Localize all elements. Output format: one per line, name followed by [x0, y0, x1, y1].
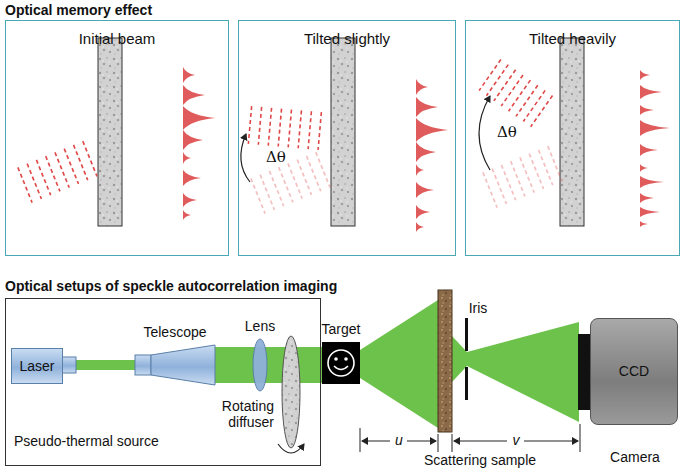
wavefront [258, 107, 261, 145]
camera-body: CCDCamera [590, 318, 678, 425]
section-heading: Optical memory effect [5, 2, 152, 18]
dimension-label: v [512, 432, 521, 448]
part-label: Target [322, 321, 361, 337]
part-label: Telescope [143, 324, 206, 340]
wavefront [501, 75, 523, 106]
box-label: Laser [19, 358, 54, 374]
wavefront [548, 146, 562, 181]
wavefront [268, 108, 271, 146]
wavefront [248, 106, 251, 144]
panel-title: Tilted heavily [466, 30, 679, 47]
wavefront [298, 110, 301, 148]
speckle-profile [416, 64, 448, 234]
part-label: Iris [469, 300, 488, 316]
angle-label: Δθ [497, 124, 517, 141]
wavefront [486, 65, 508, 96]
box-heading: Camera [610, 449, 660, 465]
wavefront [316, 152, 330, 187]
wavefront [288, 110, 291, 148]
wavefront [479, 59, 501, 90]
part-label: Scattering sample [424, 452, 536, 468]
box-label: Pseudo-thermal source [14, 433, 159, 449]
section-heading: Optical setups of speckle autocorrelatio… [5, 278, 337, 294]
wavefront [278, 109, 281, 147]
wavefront [523, 90, 545, 121]
speckle-profile [183, 64, 215, 224]
part-label: Rotating diffuser [204, 398, 274, 430]
wavefront [494, 70, 516, 101]
wavefront [516, 85, 538, 116]
wavefront [318, 112, 321, 150]
part-label: Lens [245, 318, 275, 334]
wavefront [509, 80, 531, 111]
dimension-label: u [394, 432, 404, 448]
wavefront [83, 141, 97, 176]
speckle-profile [640, 66, 670, 228]
angle-label: Δθ [266, 149, 286, 166]
laser-box: Laser [11, 348, 63, 384]
panel-title: Tilted slightly [239, 30, 455, 47]
panel-box: Tilted slightly [238, 20, 456, 256]
wavefront [531, 96, 553, 127]
box-label: CCD [619, 363, 649, 379]
panel-title: Initial beam [6, 30, 228, 47]
wavefront [308, 111, 311, 149]
panel-box: Initial beam [5, 20, 229, 256]
